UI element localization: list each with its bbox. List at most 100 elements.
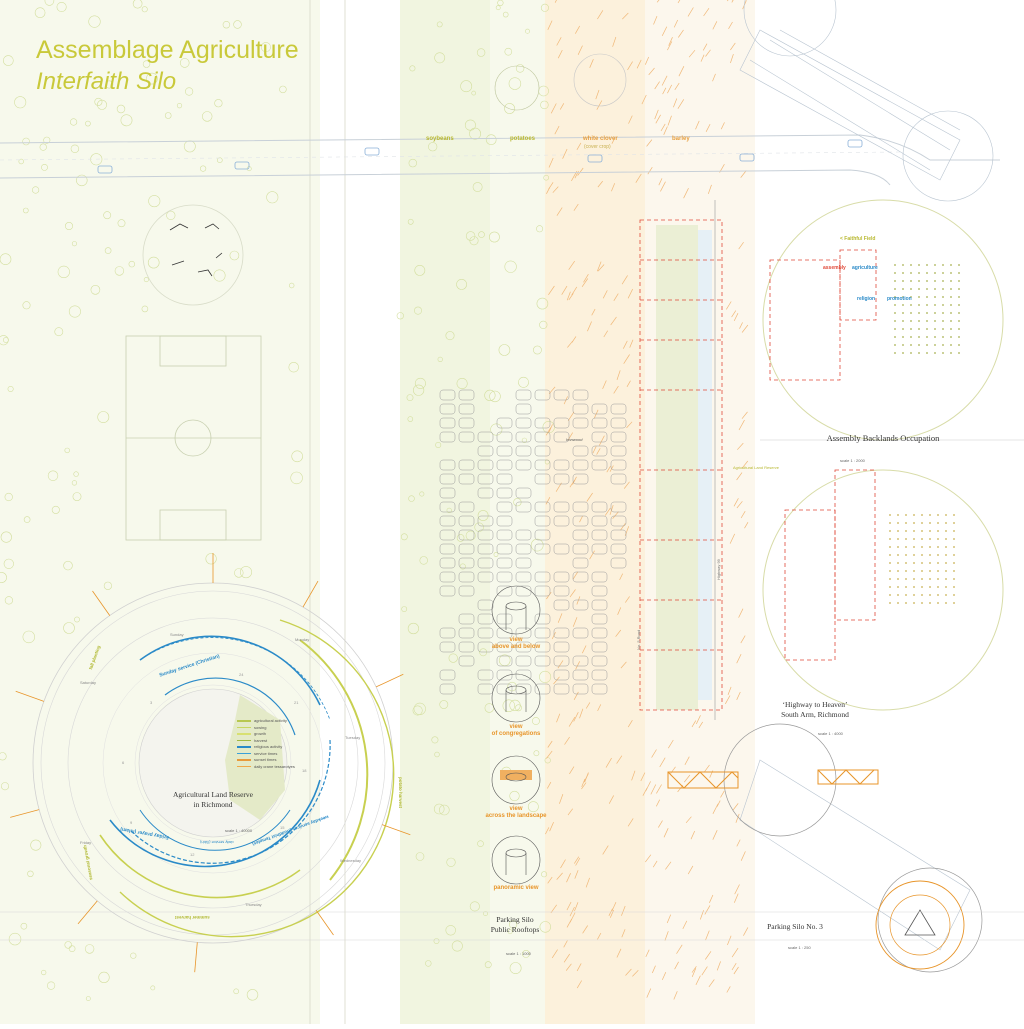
crop-dot [937, 570, 939, 572]
crop-dot [889, 594, 891, 596]
crop-dots-assembly [894, 264, 960, 354]
crop-dot [902, 312, 904, 314]
scale-label-4000: scale 1 : 4000 [818, 731, 843, 736]
crop-dot [902, 344, 904, 346]
crop-dot [913, 578, 915, 580]
crop-dot [950, 264, 952, 266]
crop-dot [897, 554, 899, 556]
label-promotion: promotion [887, 296, 912, 302]
crop-dot [934, 344, 936, 346]
crop-dot [945, 562, 947, 564]
crop-dot [905, 570, 907, 572]
crop-dots-highway [889, 514, 955, 604]
crop-dot [934, 296, 936, 298]
crop-dot [945, 538, 947, 540]
scale-label-1000: scale 1 : 1000 [506, 951, 531, 956]
crop-dot [950, 272, 952, 274]
crop-label-barley: barley [672, 136, 690, 142]
crop-dot [913, 514, 915, 516]
crop-dot [918, 336, 920, 338]
crop-dot [929, 586, 931, 588]
crop-dot [897, 530, 899, 532]
crop-dot [910, 336, 912, 338]
crop-dot [894, 320, 896, 322]
crop-label-soybeans: soybeans [426, 136, 454, 142]
crop-dot [918, 280, 920, 282]
crop-dot [929, 538, 931, 540]
crop-dot [889, 562, 891, 564]
crop-dot [926, 272, 928, 274]
view-label-congregations: view of congregations [481, 724, 551, 738]
day-label: Tuesday [345, 735, 360, 740]
crop-dot [934, 288, 936, 290]
crop-dot [953, 562, 955, 564]
crop-dot [937, 554, 939, 556]
crop-dot [929, 578, 931, 580]
detail-circle-assembly [763, 200, 1003, 440]
crop-dot [929, 514, 931, 516]
crop-dot [958, 280, 960, 282]
crop-dot [937, 586, 939, 588]
legend-label: religious activity [254, 744, 282, 749]
crop-dot [937, 578, 939, 580]
crop-dot [937, 562, 939, 564]
ring-label-daily-service: daily service (Sikh) [200, 840, 234, 845]
crop-dot [894, 280, 896, 282]
faithful-field-label: < Faithful Field [840, 236, 875, 242]
legend-item: service times [237, 751, 277, 756]
crop-dot [913, 554, 915, 556]
crop-dot [953, 594, 955, 596]
day-label: Sunday [170, 632, 184, 637]
crop-dot [950, 328, 952, 330]
legend-item: sowing [237, 725, 266, 730]
crop-dot [889, 602, 891, 604]
crop-dot [897, 586, 899, 588]
crop-dot [934, 336, 936, 338]
legend-label: sowing [254, 725, 266, 730]
legend-item: sunset times [237, 757, 276, 762]
crop-dot [937, 530, 939, 532]
crop-dot [897, 570, 899, 572]
crop-dot [929, 522, 931, 524]
crop-dot [929, 602, 931, 604]
crop-dot [894, 344, 896, 346]
day-label: Thursday [245, 902, 262, 907]
crop-dot [921, 546, 923, 548]
crop-dot [934, 280, 936, 282]
crop-dot [958, 328, 960, 330]
crop-dot [921, 538, 923, 540]
highway-heaven-title: ‘Highway to Heaven’ [760, 700, 870, 709]
crop-dot [950, 352, 952, 354]
crop-dot [953, 570, 955, 572]
crop-dot [937, 602, 939, 604]
crop-dot [905, 522, 907, 524]
crop-dot [926, 304, 928, 306]
crop-dot [889, 514, 891, 516]
legend-label: sunset times [254, 757, 276, 762]
crop-dot [918, 320, 920, 322]
alr-small-label: Agricultural Land Reserve [733, 465, 779, 470]
crop-dot [905, 530, 907, 532]
alr-title: Agricultural Land Reserve [153, 790, 273, 799]
crop-dot [945, 514, 947, 516]
crop-dot [953, 538, 955, 540]
crop-dot [905, 514, 907, 516]
crop-dot [942, 344, 944, 346]
crop-dot [894, 336, 896, 338]
crop-dot [897, 546, 899, 548]
crop-dot [950, 336, 952, 338]
clock-tick [376, 674, 403, 687]
crop-dot [897, 562, 899, 564]
crop-dot [950, 296, 952, 298]
crop-dot [897, 514, 899, 516]
day-label: Monday [295, 637, 309, 642]
crop-dot [894, 352, 896, 354]
legend-swatch [237, 720, 251, 722]
label-religion: religion [857, 296, 875, 302]
crop-dot [913, 562, 915, 564]
view-label-above-below: view above and below [481, 637, 551, 651]
crop-sub-cover-crop: (cover crop) [584, 144, 611, 150]
crop-dot [905, 554, 907, 556]
parcel-green-strip [656, 225, 698, 710]
crop-dot [926, 352, 928, 354]
